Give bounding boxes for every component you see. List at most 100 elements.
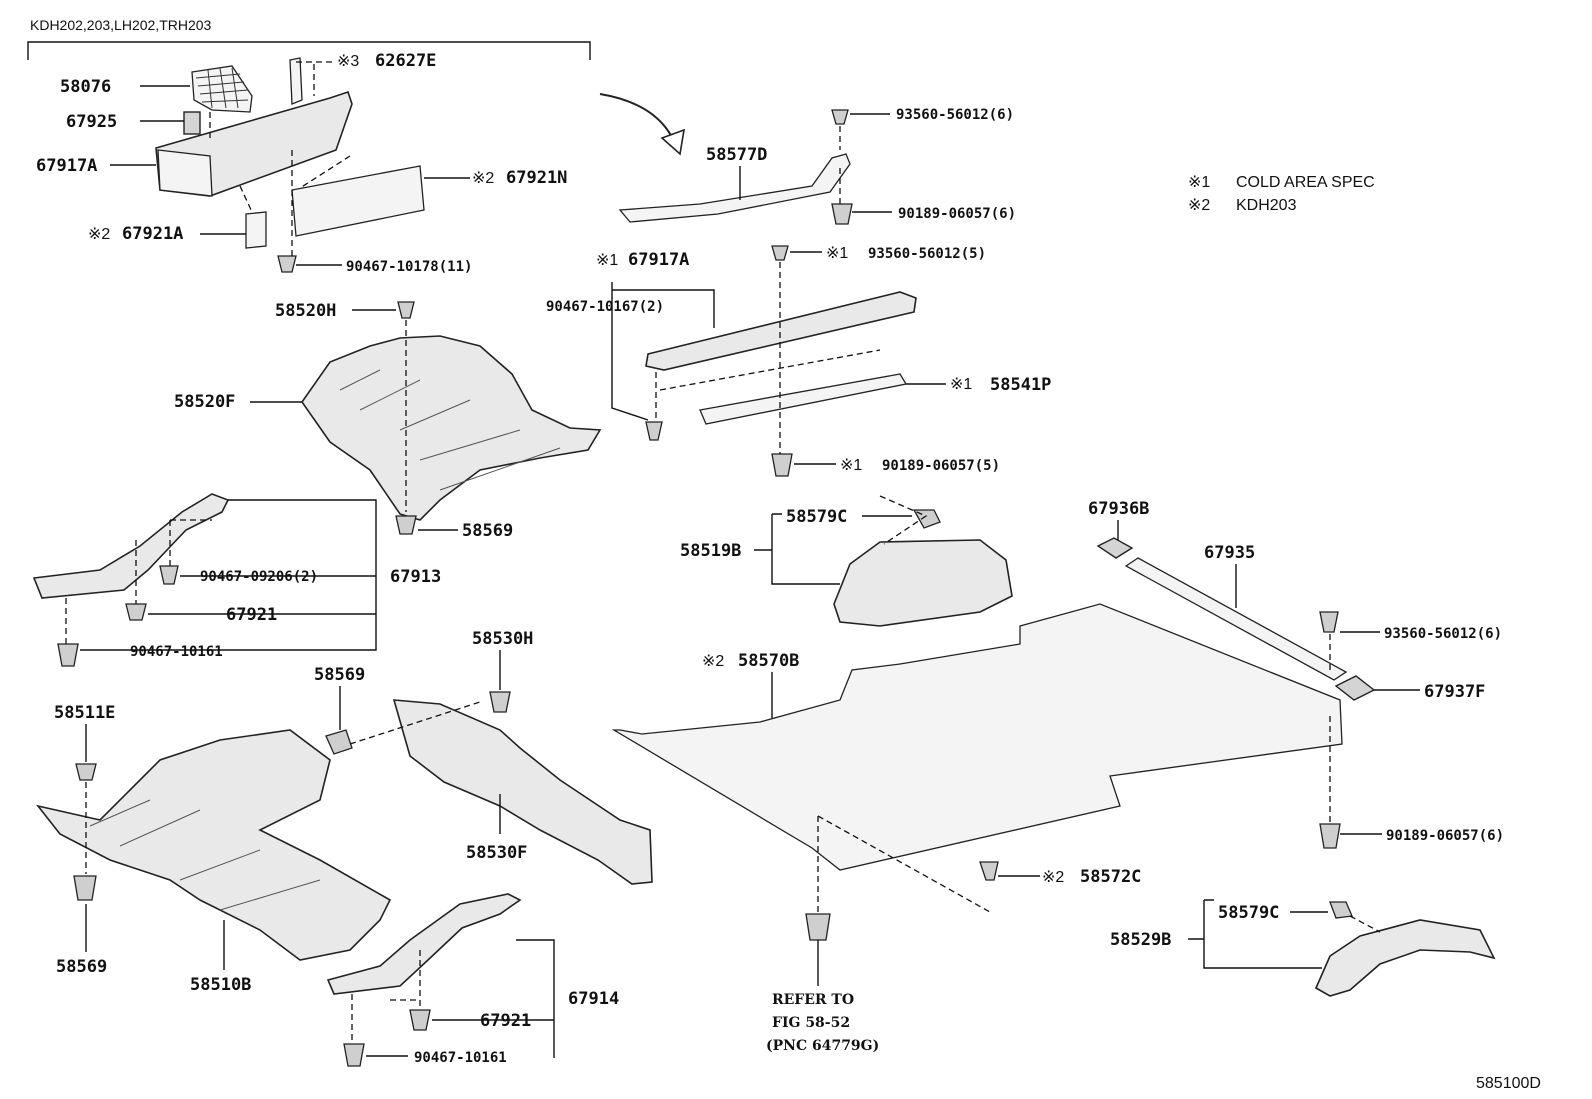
label-90467-09206: 90467-09206(2) (200, 569, 318, 585)
label-67935: 67935 (1204, 543, 1255, 563)
part-67914-step (326, 893, 522, 995)
label-67921-bottom: 67921 (480, 1011, 531, 1031)
label-58529b: 58529B (1110, 930, 1171, 950)
legend-text-2: KDH203 (1236, 197, 1297, 214)
label-58570b: 58570B (738, 651, 799, 671)
clip-67921-bottom (409, 1009, 431, 1031)
label-90189-06057-6-right: 90189-06057(6) (1386, 828, 1504, 844)
mark-3: ※3 (337, 53, 359, 70)
leader-67917a-mid (611, 282, 715, 421)
label-90467-10161-mid: 90467-10161 (130, 644, 223, 660)
label-67921a: 67921A (122, 224, 183, 244)
clip-58511e (75, 763, 97, 781)
clip-58520h (397, 301, 415, 319)
label-58579c-mid: 58579C (786, 507, 847, 527)
guides-67917a-mid (655, 262, 881, 454)
mark-2-58570b: ※2 (702, 653, 724, 670)
label-58541p: 58541P (990, 375, 1051, 395)
guide-58579c-bottom (1349, 915, 1381, 933)
clip-ref-64779g (805, 913, 831, 941)
nut-90189-06057-6-right (1319, 823, 1341, 849)
mark-2-67921n: ※2 (472, 170, 494, 187)
clip-90467-10161-bottom (343, 1043, 365, 1067)
part-67925-clip (183, 111, 201, 135)
part-58519b-cover (833, 539, 1013, 627)
label-67937f: 67937F (1424, 682, 1485, 702)
part-58510b-mat (35, 729, 392, 961)
label-58520f: 58520F (174, 392, 235, 412)
guides-67914 (351, 950, 421, 1044)
label-58577d: 58577D (706, 145, 767, 165)
guide-58579c-mid (879, 495, 928, 545)
part-58570b-pad (611, 603, 1343, 871)
part-58520f-mat (301, 335, 602, 521)
label-93560-56012-6: 93560-56012(6) (896, 107, 1014, 123)
label-58579c-bottom: 58579C (1218, 903, 1279, 923)
label-67917a-top: 67917A (36, 156, 97, 176)
leader-58519b (754, 513, 840, 585)
label-90189-06057-5: 90189-06057(5) (882, 458, 1000, 474)
clip-58579c-bottom (1329, 901, 1353, 919)
mark-2-67921a: ※2 (88, 226, 110, 243)
label-67913: 67913 (390, 567, 441, 587)
bolt-93560-56012-6 (831, 109, 849, 125)
nut-90189-06057-6 (831, 203, 853, 225)
clip-58530h (489, 691, 511, 713)
label-58520h: 58520H (275, 301, 336, 321)
label-90467-10178: 90467-10178(11) (346, 259, 472, 275)
label-67917a-mid: 67917A (628, 250, 689, 270)
clip-90467-09206 (159, 565, 179, 585)
label-58569-bottom: 58569 (56, 957, 107, 977)
part-67937f-pad (1334, 675, 1376, 701)
bolt-93560-56012-6-right (1319, 611, 1339, 633)
clip-90467-10178 (277, 255, 297, 273)
label-58530h: 58530H (472, 629, 533, 649)
guides-top-left (209, 61, 351, 256)
clip-67921-mid (125, 603, 147, 621)
bracket-67914 (366, 939, 555, 1058)
direction-arrow-head (660, 128, 686, 156)
label-90467-10167: 90467-10167(2) (546, 299, 664, 315)
label-90189-06057-6-top: 90189-06057(6) (898, 206, 1016, 222)
label-93560-56012-6-right: 93560-56012(6) (1384, 626, 1502, 642)
label-90467-10161-bottom: 90467-10161 (414, 1050, 507, 1066)
label-58076: 58076 (60, 77, 111, 97)
part-67921n-pad (291, 165, 425, 237)
part-58541p-pad (699, 373, 908, 425)
label-58572c: 58572C (1080, 867, 1141, 887)
reference-line1: REFER TO (772, 992, 854, 1008)
label-67921n: 67921N (506, 168, 567, 188)
label-58530f: 58530F (466, 843, 527, 863)
clip-90467-10161-mid (57, 643, 79, 667)
clip-58569-left (325, 729, 353, 755)
label-58569-mid: 58569 (462, 521, 513, 541)
part-67935-strip (1124, 557, 1348, 681)
legend-text-1: COLD AREA SPEC (1236, 174, 1375, 191)
part-67917a-mid-sill (645, 291, 917, 371)
part-58577d-bracket (618, 153, 851, 223)
mat-ribs-58520f (339, 369, 561, 491)
clip-58579c-mid (912, 509, 941, 529)
bolt-93560-56012-5 (771, 245, 789, 261)
part-67917a-end (157, 149, 213, 197)
label-67921-mid: 67921 (226, 605, 277, 625)
label-58519b: 58519B (680, 541, 741, 561)
label-62627e: 62627E (375, 51, 436, 71)
mark-1-90189: ※1 (840, 457, 862, 474)
part-62627e-bracket (289, 57, 303, 105)
clip-90467-10167 (645, 421, 663, 441)
figure-id: 585100D (1476, 1075, 1541, 1092)
mark-1-93560: ※1 (826, 245, 848, 262)
legend-mark-1: ※1 (1188, 174, 1210, 191)
guides-67913 (65, 519, 212, 644)
label-67914: 67914 (568, 989, 619, 1009)
legend-mark-2: ※2 (1188, 197, 1210, 214)
guide-58530 (349, 701, 481, 745)
clip-58569-mid (395, 515, 417, 535)
reference-line3: (PNC 64779G) (766, 1038, 879, 1054)
clip-58572c (979, 861, 999, 881)
label-67925: 67925 (66, 112, 117, 132)
mark-1-58541p: ※1 (950, 376, 972, 393)
part-58529b-cover (1314, 919, 1496, 997)
